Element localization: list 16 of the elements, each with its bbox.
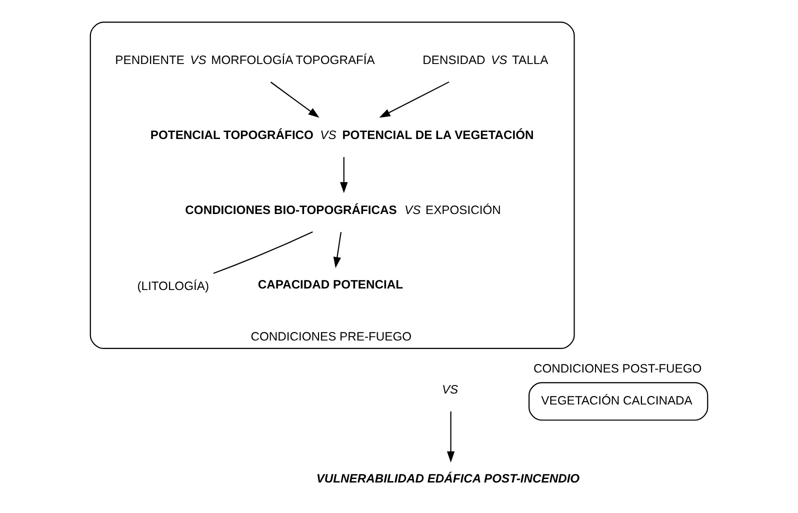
node-text: CAPACIDAD POTENCIAL: [258, 277, 404, 292]
node-text: (LITOLOGÍA): [137, 278, 210, 292]
connector: [213, 230, 313, 274]
node-label: CONDICIONES POST-FUEGO: [533, 361, 702, 376]
node-text: VS: [442, 382, 458, 396]
node-box: VEGETACIÓN CALCINADA: [528, 382, 708, 420]
arrow: [340, 156, 348, 193]
arrow: [270, 81, 320, 118]
arrow: [446, 410, 455, 462]
node-text: DENSIDAD VS TALLA: [422, 52, 548, 66]
node-text: POTENCIAL TOPOGRÁFICO VS POTENCIAL DE LA VEGETACIÓN: [150, 127, 534, 142]
arrow: [333, 231, 342, 268]
arrow: [379, 80, 450, 118]
node-text: PENDIENTE VS MORFOLOGÍA TOPOGRAFÍA: [115, 52, 375, 66]
node-text: VULNERABILIDAD EDÁFICA POST-INCENDIO: [316, 471, 580, 486]
node-text: CONDICIONES BIO-TOPOGRÁFICAS VS EXPOSICIÓN: [185, 202, 501, 216]
